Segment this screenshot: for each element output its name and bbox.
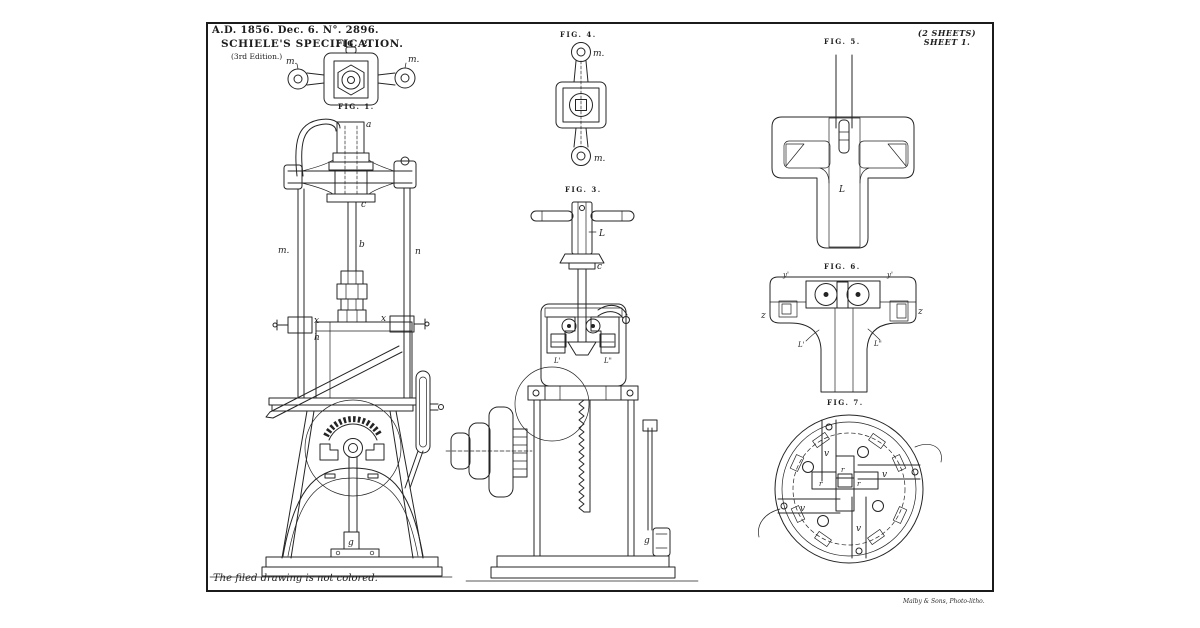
fig1-caption: FIG. 1. — [338, 102, 375, 111]
fig3-handle-block — [572, 202, 592, 254]
fig3-ghost-wheel — [515, 367, 589, 441]
fig1-gear-sector — [326, 419, 380, 436]
fig5-caption: FIG. 5. — [824, 37, 861, 46]
fig6-label-y-right: y' — [886, 271, 893, 279]
fig5-drawing: FIG. 5. L — [772, 37, 914, 248]
fig6-t-body — [770, 277, 916, 392]
fig3-label-l1: L' — [553, 357, 561, 365]
fig6-caption: FIG. 6. — [824, 262, 861, 271]
fig1-screw-rod — [348, 202, 356, 271]
fig7-label-r1: r — [841, 466, 845, 474]
fig6-label-l1: L' — [797, 341, 805, 349]
fig7-caption: FIG. 7. — [827, 398, 864, 407]
fig4-label-m-top: m. — [593, 49, 605, 59]
fig3-weight — [653, 528, 670, 556]
fig7-label-v-right: v — [882, 470, 887, 480]
fig1-label-c: c — [361, 200, 366, 210]
fig1-top-cylinder — [337, 122, 364, 153]
fig7-label-v-bottom: v — [856, 524, 861, 534]
fig1-base — [266, 557, 438, 567]
fig1-body-box — [316, 322, 412, 398]
fig1-frame-legs — [282, 411, 423, 558]
fig1-lever — [266, 346, 402, 418]
fig6-label-z-right: z — [917, 307, 923, 317]
fig3-caption: FIG. 3. — [565, 185, 602, 194]
fig1-label-m: m. — [278, 246, 290, 256]
fig7-drawing: FIG. 7. v v v v — [758, 398, 941, 563]
fig1-label-b: b — [359, 240, 365, 250]
fig7-label-r3: r — [857, 480, 861, 488]
fig3-label-l2: L" — [603, 357, 612, 365]
fig1-label-g: g — [348, 538, 354, 548]
fig1-side-columns — [298, 188, 410, 398]
fig7-label-v-top: v — [824, 449, 829, 459]
fig1-label-x-left: x — [314, 316, 319, 326]
fig3-label-g: g — [644, 536, 650, 546]
fig2-label-m-right: m. — [408, 55, 420, 65]
fig4-drawing: FIG. 4. m. m. — [556, 30, 606, 166]
fig1-handwheel — [416, 371, 430, 453]
fig2-label-m-left: m. — [286, 57, 298, 67]
fig6-drawing: FIG. 6. y' y' z z L' L" — [760, 262, 923, 392]
fig4-caption: FIG. 4. — [560, 30, 597, 39]
fig1-label-h: h — [314, 333, 320, 343]
fig6-label-z-left: z — [760, 311, 766, 321]
fig1-crossbar — [288, 171, 412, 183]
fig4-label-m-bottom: m. — [594, 154, 606, 164]
fig3-handle-bar-left — [531, 211, 573, 221]
fig1-drawing: FIG. 1. — [210, 102, 452, 577]
fig3-label-l: L — [598, 229, 605, 239]
fig5-label-l: L — [838, 185, 845, 195]
fig3-cone-pulley — [489, 407, 513, 497]
fig1-label-a: a — [366, 120, 371, 130]
fig3-label-c: c — [597, 262, 602, 272]
fig3-pedestal — [497, 556, 669, 567]
fig3-drawing: FIG. 3. — [446, 185, 698, 581]
fig6-label-y-left: y' — [782, 271, 789, 279]
fig5-t-body — [772, 117, 914, 248]
fig1-label-x-right: x — [381, 314, 386, 324]
fig3-rack — [579, 400, 584, 512]
fig1-flywheel — [305, 400, 401, 496]
fig3-valve-body — [541, 304, 626, 386]
fig1-clamp-left — [288, 317, 312, 333]
fig7-label-v-left: v — [800, 504, 805, 514]
fig6-label-l2: L" — [873, 340, 882, 348]
fig2-drawing: FIG. 2. m. m. — [286, 39, 420, 105]
fig3-flange — [528, 386, 638, 400]
fig1-label-n: n — [415, 247, 421, 257]
fig3-handle-bar-right — [591, 211, 634, 221]
